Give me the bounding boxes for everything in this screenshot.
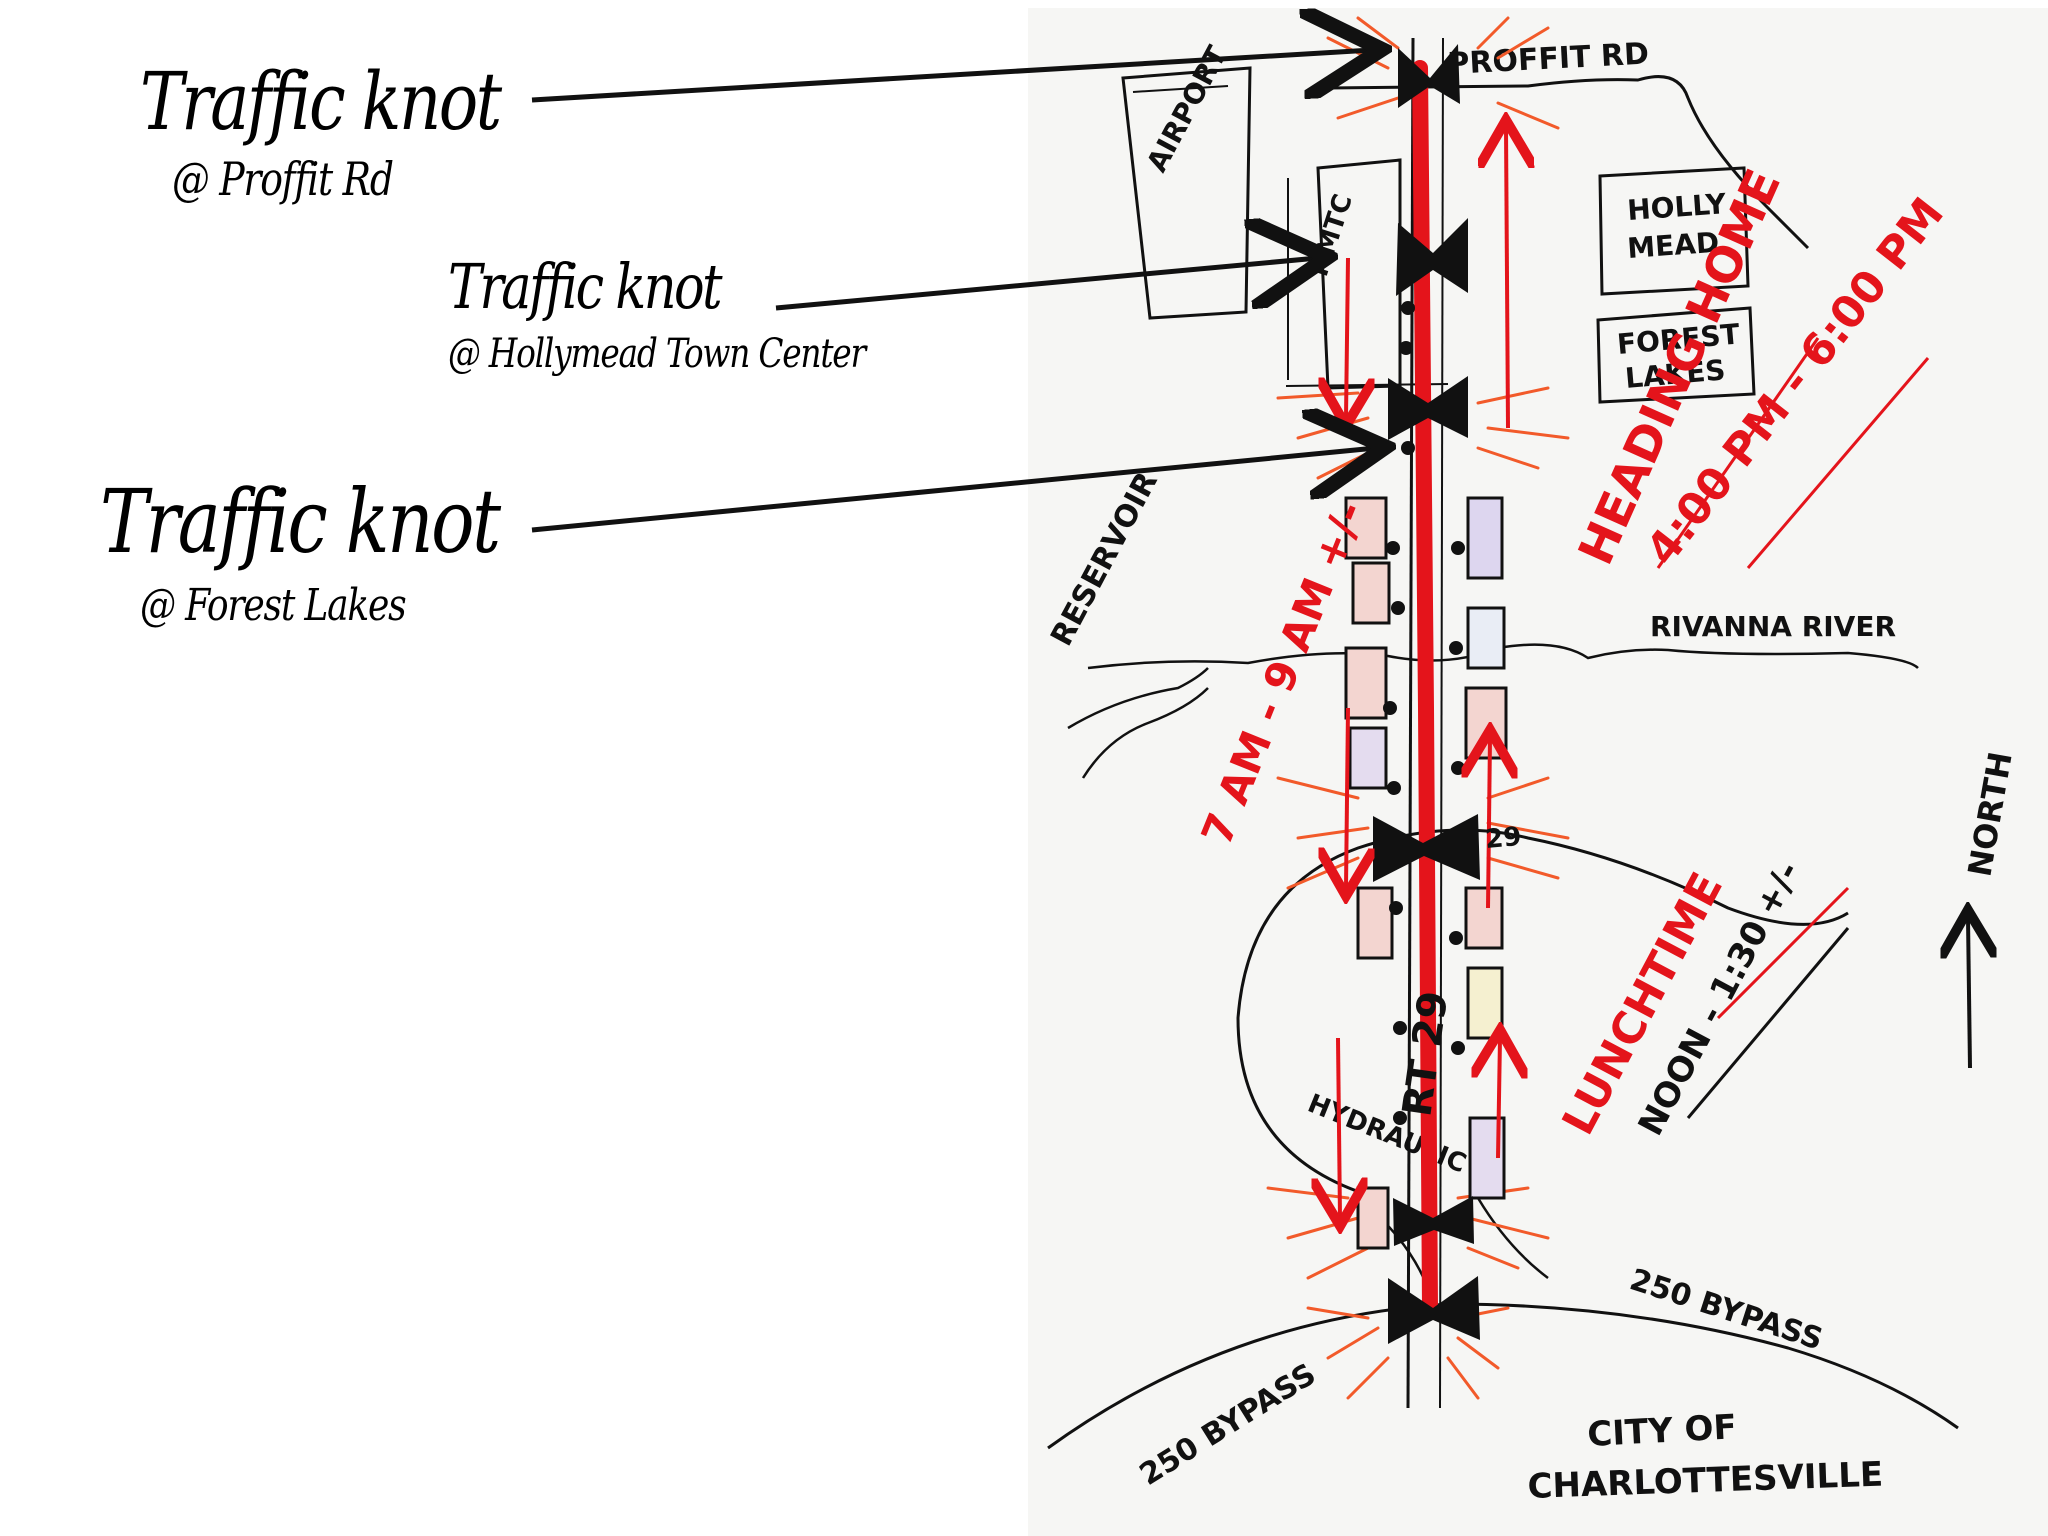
traffic-knot-forest-lakes <box>1388 376 1468 440</box>
rivanna-river <box>1087 643 1919 670</box>
bypass-250 <box>1047 1302 1959 1450</box>
sketch-canvas: PROFFIT RD AIRPORT HMTC HOLLY MEAD FORES… <box>1044 16 2020 1507</box>
callout-subtitle: @ Hollymead Town Center <box>448 331 866 377</box>
development-blocks <box>1344 496 1508 1250</box>
callout-proffit-rd: Traffic knot @ Proffit Rd <box>140 55 579 206</box>
label-rt29-short: 29 <box>1484 822 1523 855</box>
traffic-knot-rivanna <box>1373 814 1480 882</box>
black-accent-strokes <box>1686 927 1850 1119</box>
label-north: NORTH <box>1960 749 2019 879</box>
label-proffit-rd: PROFFIT RD <box>1447 36 1650 82</box>
callout-title: Traffic knot <box>140 55 502 148</box>
label-city-line-2: CHARLOTTESVILLE <box>1527 1455 1884 1507</box>
traffic-knot-hydraulic <box>1393 1196 1474 1246</box>
callout-subtitle: @ Forest Lakes <box>140 580 407 631</box>
label-bypass-right: 250 BYPASS <box>1626 1262 1827 1357</box>
traffic-knot-hmtc <box>1396 218 1468 296</box>
label-hollymead-line-2: MEAD <box>1626 226 1720 265</box>
callout-subtitle: @ Proffit Rd <box>172 152 394 206</box>
reservoir-shore <box>1067 667 1209 779</box>
traffic-knot-proffit <box>1398 44 1460 108</box>
parcel-dots <box>1383 301 1465 1125</box>
traffic-knot-bypass <box>1388 1276 1480 1344</box>
proffit-road <box>1327 75 1810 250</box>
label-hollymead-line-1: HOLLY <box>1626 187 1728 227</box>
red-accent-strokes <box>1656 337 1930 1020</box>
airport-block: AIRPORT <box>1121 40 1252 320</box>
callout-forest-lakes: Traffic knot @ Forest Lakes <box>100 478 586 628</box>
callout-hollymead-town-center: Traffic knot @ Hollymead Town Center <box>448 250 956 377</box>
label-city-line-1: CITY OF <box>1586 1407 1737 1455</box>
label-rt29: RT 29 <box>1394 988 1457 1119</box>
route-29-sketch: PROFFIT RD AIRPORT HMTC HOLLY MEAD FORES… <box>1028 8 2048 1536</box>
callout-title: Traffic knot <box>448 250 723 323</box>
forest-lakes-block: FOREST LAKES <box>1596 306 1756 404</box>
callout-title: Traffic knot <box>100 470 501 573</box>
label-hmtc: HMTC <box>1304 191 1359 281</box>
red-traffic-arrows <box>1338 128 1508 1218</box>
label-hydraulic: HYDRAULIC <box>1303 1089 1470 1180</box>
label-rivanna-river: RIVANNA RIVER <box>1650 610 1896 643</box>
north-arrow: NORTH <box>1960 749 2020 1069</box>
label-reservoir: RESERVOIR <box>1044 466 1165 651</box>
rt29-red-traffic <box>1412 60 1438 1316</box>
hollymead-block: HOLLY MEAD <box>1598 166 1750 296</box>
label-bypass-left: 250 BYPASS <box>1134 1357 1322 1493</box>
label-airport: AIRPORT <box>1140 40 1234 177</box>
